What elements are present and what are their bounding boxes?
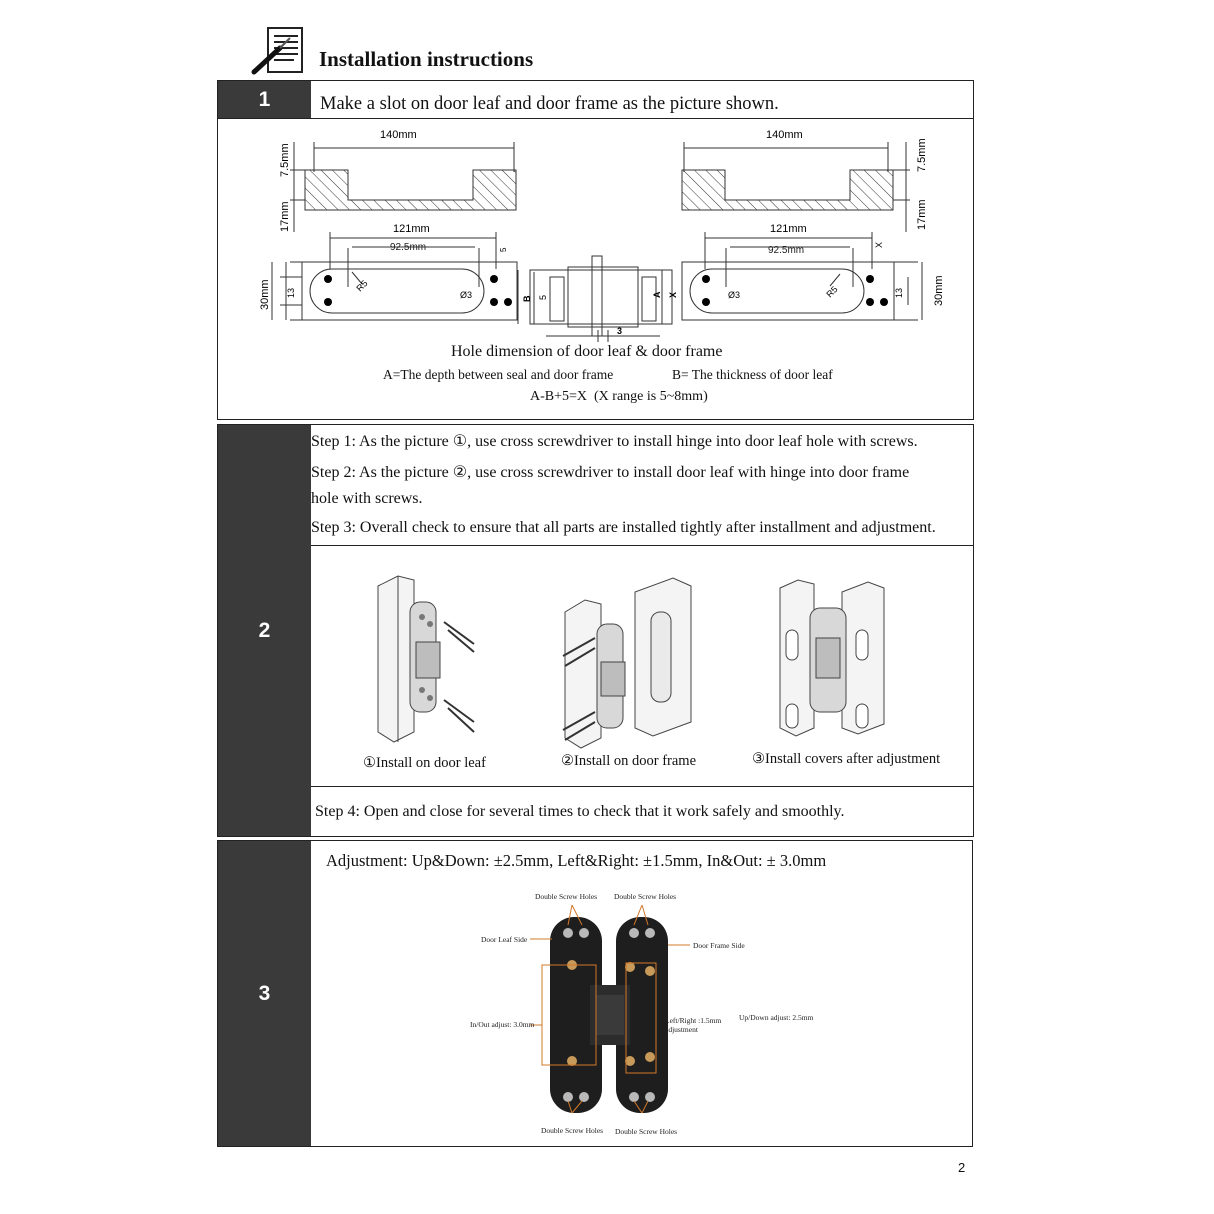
section-1-heading: Make a slot on door leaf and door frame … [320, 94, 779, 114]
install-on-door-frame-illustration [562, 577, 692, 749]
caption-install-door-leaf: ①Install on door leaf [363, 755, 486, 771]
step-3: Step 3: Overall check to ensure that all… [311, 519, 936, 536]
step-4: Step 4: Open and close for several times… [315, 803, 845, 820]
note-a: A=The depth between seal and door frame [383, 367, 614, 382]
section-2-number: 2 [218, 425, 311, 836]
dim-5-left: 5 [499, 247, 508, 252]
step-2-cont: hole with screws. [311, 490, 423, 507]
page-title: Installation instructions [319, 47, 534, 71]
label-up-down-adjust: Up/Down adjust: 2.5mm [739, 1013, 814, 1022]
dim-7-5-right: 7.5mm [916, 138, 928, 172]
dim-121-right: 121mm [770, 223, 807, 235]
label-double-screw-holes-bottom-left: Double Screw Holes [541, 1126, 604, 1135]
dim-phi3-left: Ø3 [460, 290, 472, 300]
label-double-screw-holes-top-right: Double Screw Holes [614, 892, 677, 901]
dim-17-right: 17mm [916, 199, 928, 230]
dim-121-left: 121mm [393, 223, 430, 235]
dim-13-left: 13 [286, 288, 296, 298]
label-x-center: X [668, 292, 678, 298]
section-1-number: 1 [218, 81, 311, 119]
dim-30-left: 30mm [259, 279, 271, 310]
formula: A-B+5=X (X range is 5~8mm) [530, 389, 708, 404]
dim-17-left: 17mm [279, 201, 291, 232]
dim-30-right: 30mm [933, 275, 945, 306]
label-b: B [522, 295, 532, 302]
dim-phi3-right: Ø3 [728, 290, 740, 300]
label-x-right: X [874, 242, 884, 248]
hole-dimension-caption: Hole dimension of door leaf & door frame [451, 343, 723, 360]
dim-13-right: 13 [894, 288, 904, 298]
label-double-screw-holes-top-left: Double Screw Holes [535, 892, 598, 901]
dim-r5-right: R5 [824, 284, 839, 299]
label-door-frame-side: Door Frame Side [693, 941, 745, 950]
note-b: B= The thickness of door leaf [672, 367, 833, 382]
slot-dimension-drawing: 140mm 140mm 7.5mm 17mm 30mm 13 121mm 92.… [259, 129, 945, 342]
label-a: A [652, 291, 662, 298]
adjustment-text: Adjustment: Up&Down: ±2.5mm, Left&Right:… [326, 851, 827, 870]
caption-install-covers: ③Install covers after adjustment [752, 751, 941, 767]
dim-92-5-left: 92.5mm [390, 242, 426, 253]
label-left-right-adjust-2: adjustment [665, 1025, 698, 1034]
dim-r5-left: R5 [354, 278, 369, 293]
section-3-number: 3 [218, 841, 311, 1146]
dim-140-right: 140mm [766, 129, 803, 141]
label-double-screw-holes-bottom-right: Double Screw Holes [615, 1127, 678, 1136]
section-1 [217, 80, 974, 420]
install-on-door-leaf-illustration [377, 575, 475, 743]
caption-install-door-frame: ②Install on door frame [561, 753, 697, 769]
install-covers-illustration [779, 579, 885, 737]
hinge-adjustment-diagram [530, 905, 690, 1114]
step-2: Step 2: As the picture ②, use cross scre… [311, 464, 910, 481]
section-3 [217, 840, 973, 1147]
page-number: 2 [958, 1160, 966, 1175]
dim-140-left: 140mm [380, 129, 417, 141]
step-1: Step 1: As the picture ①, use cross scre… [311, 433, 918, 450]
dim-3-center: 3 [617, 326, 622, 336]
document-pen-icon [250, 26, 308, 76]
label-door-leaf-side: Door Leaf Side [481, 935, 528, 944]
dim-5-center: 5 [538, 295, 548, 300]
section-2 [217, 424, 974, 837]
dim-7-5-left: 7.5mm [279, 143, 291, 177]
dim-92-5-right: 92.5mm [768, 245, 804, 256]
label-in-out-adjust: In/Out adjust: 3.0mm [470, 1020, 535, 1029]
label-left-right-adjust: Left/Right :1.5mm [665, 1016, 722, 1025]
